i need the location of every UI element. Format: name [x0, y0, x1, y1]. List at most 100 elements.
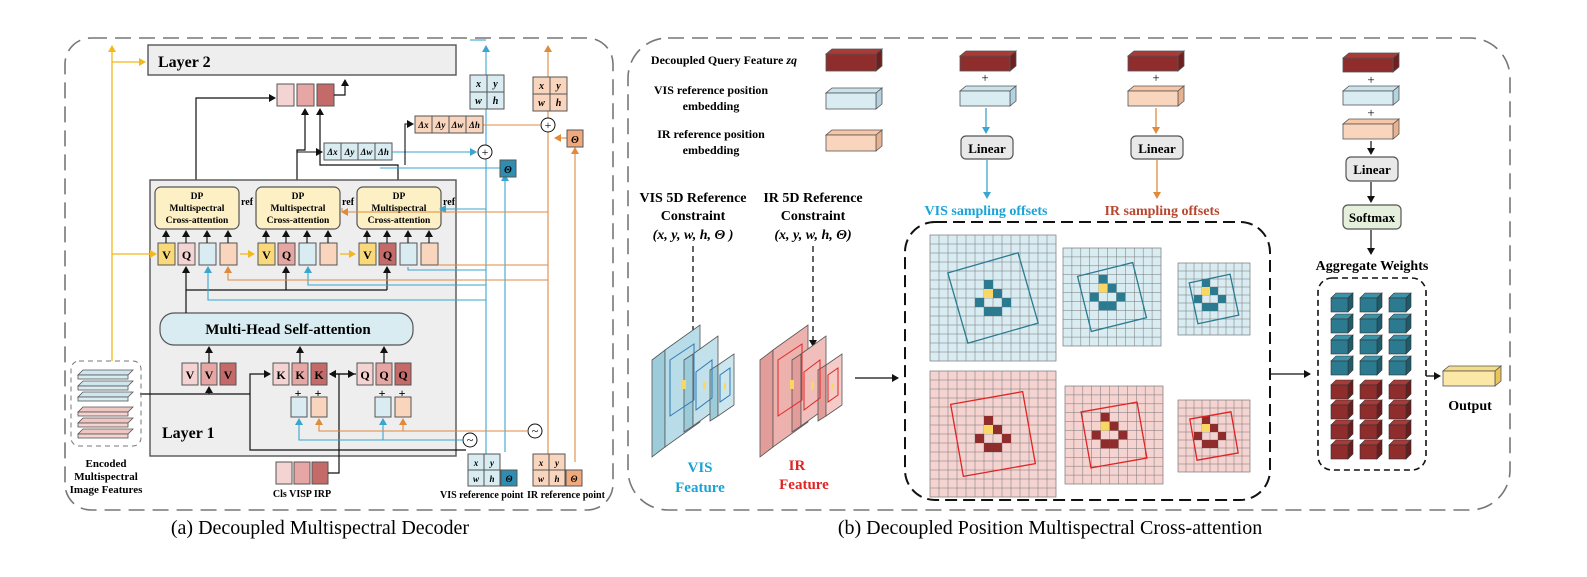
svg-text:~: ~	[467, 433, 474, 447]
svg-text:Δx: Δx	[326, 147, 338, 157]
svg-text:DP: DP	[393, 192, 406, 202]
svg-text:+: +	[1367, 72, 1374, 87]
token-to-dp-arrows	[162, 230, 433, 243]
svg-text:y: y	[489, 458, 495, 468]
svg-text:x: x	[475, 79, 481, 90]
svg-text:w: w	[538, 474, 545, 484]
svg-text:Δh: Δh	[377, 147, 389, 157]
svg-text:(x, y, w, h, Θ ): (x, y, w, h, Θ )	[653, 228, 734, 243]
mhsa-label: Multi-Head Self-attention	[205, 322, 371, 338]
svg-text:DP: DP	[191, 192, 204, 202]
layer1-label: Layer 1	[162, 425, 215, 442]
layer2-box	[147, 44, 457, 76]
encoded-features-path	[140, 393, 466, 451]
output-cube	[1441, 365, 1503, 387]
panel-a-frame	[64, 37, 614, 511]
svg-text:VIS 5D Reference: VIS 5D Reference	[639, 191, 746, 206]
svg-text:+: +	[1367, 105, 1374, 120]
sampling-grid-2	[1062, 247, 1162, 347]
svg-text:~: ~	[532, 424, 539, 438]
svg-text:Q: Q	[182, 248, 191, 262]
kkk-tokens: K K K	[272, 362, 328, 386]
vis-feature-maps	[651, 324, 735, 458]
input-token-cls	[275, 461, 293, 485]
aggregate-weights-label: Aggregate Weights	[1316, 259, 1429, 274]
svg-text:K: K	[276, 368, 286, 382]
svg-text:+: +	[545, 118, 552, 132]
vis-feature-label-2: Feature	[675, 480, 725, 496]
legend-ir-cube	[824, 129, 884, 152]
vis-reference-lines	[204, 39, 509, 462]
panel-b-frame	[627, 37, 1511, 511]
svg-text:Constraint: Constraint	[781, 209, 846, 224]
plus-circle-ir	[540, 117, 556, 133]
svg-text:Multispectral: Multispectral	[372, 204, 427, 214]
svg-text:Multispectral: Multispectral	[271, 204, 326, 214]
svg-text:y: y	[555, 81, 561, 92]
dp3-inputs: V Q	[358, 242, 439, 266]
ir-embed-k	[310, 396, 328, 418]
svg-text:K: K	[295, 368, 305, 382]
plus-circle-vis	[477, 144, 493, 160]
output-token-cls	[276, 83, 295, 107]
svg-text:V: V	[205, 368, 214, 382]
ir-reference-lines	[224, 45, 579, 462]
ref-label-1: ref	[241, 197, 254, 208]
svg-text:Image Features: Image Features	[70, 484, 144, 496]
arrow-dp2-out	[296, 108, 309, 187]
qqq-tokens: Q Q Q	[356, 362, 412, 386]
svg-text:h: h	[493, 96, 499, 107]
weight-linear-box	[1345, 156, 1399, 182]
input-token-visp	[293, 461, 311, 485]
vis-embed-q	[374, 396, 392, 418]
svg-text:Linear: Linear	[968, 141, 1006, 156]
ir-theta-box	[566, 129, 584, 148]
ir-reference-point-label: IR reference point	[527, 490, 606, 501]
vis-linear-box	[960, 135, 1014, 160]
svg-text:Δw: Δw	[451, 120, 465, 130]
ir-offset-query-cube	[1126, 50, 1186, 72]
caption-b: (b) Decoupled Position Multispectral Cro…	[838, 517, 1262, 539]
ir-offset-embed-cube	[1126, 85, 1186, 107]
vis-reference-point-label: VIS reference point	[440, 490, 524, 501]
input-tokens-label: Cls VISP IRP	[273, 489, 331, 500]
encoded-features-frame	[70, 360, 142, 447]
svg-text:Constraint: Constraint	[661, 209, 726, 224]
vis-theta-box	[499, 159, 517, 178]
aggregation-frame	[1317, 277, 1427, 471]
svg-text:V: V	[224, 368, 233, 382]
weight-ir-cube	[1341, 118, 1401, 140]
sampling-grid-3	[1177, 262, 1251, 336]
vis-delta-row: Δx Δy Δw Δh	[323, 142, 393, 161]
svg-text:h: h	[556, 98, 562, 109]
svg-text:Δx: Δx	[417, 120, 429, 130]
svg-text:y: y	[554, 458, 560, 468]
svg-text:V: V	[186, 368, 195, 382]
encoder-gold-lines	[108, 45, 157, 361]
ir-feature-label-1: IR	[789, 458, 806, 474]
vvv-tokens: V V V	[181, 362, 237, 386]
mhsa-box	[159, 312, 414, 346]
sampling-grids	[929, 234, 1251, 498]
weight-query-cube	[1341, 52, 1401, 73]
ir-feature-label-2: Feature	[779, 477, 829, 493]
arrow-to-layer2	[334, 79, 349, 96]
output-label: Output	[1448, 399, 1492, 414]
softmax-box	[1342, 204, 1402, 230]
svg-text:+: +	[379, 386, 386, 400]
svg-text:V: V	[363, 248, 372, 262]
dp-cross-attention-2: DP Multispectral Cross-attention	[255, 186, 341, 230]
svg-text:y: y	[492, 79, 498, 90]
svg-text:Q: Q	[282, 248, 291, 262]
svg-text:+: +	[295, 386, 302, 400]
svg-text:x: x	[538, 81, 544, 92]
svg-text:Θ: Θ	[506, 474, 513, 484]
vis-reference-point: x y w h Θ	[467, 453, 518, 487]
ir-feature-maps	[759, 324, 843, 458]
arrow-dp3-out	[316, 108, 399, 187]
sampling-grid-1	[929, 234, 1057, 362]
dp1-inputs: V Q	[157, 242, 238, 266]
svg-text:Multispectral: Multispectral	[74, 471, 138, 483]
svg-text:w: w	[475, 96, 482, 107]
